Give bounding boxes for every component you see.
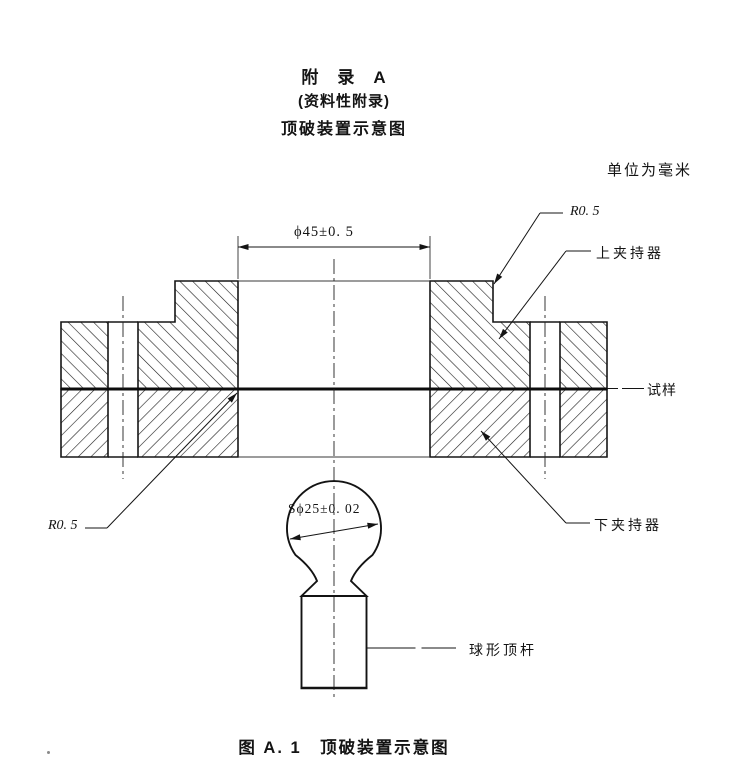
bore-dimension — [237, 236, 431, 279]
center-lines — [122, 259, 546, 697]
leader-lines — [85, 212, 591, 649]
fillet-radius-label-top: R0. 5 — [570, 204, 600, 219]
figure-caption: 图 A. 1 顶破装置示意图 — [238, 739, 450, 757]
specimen-label: 试样 — [647, 382, 677, 398]
lower-clamp-label: 下夹持器 — [594, 517, 662, 533]
upper-clamp-label: 上夹持器 — [596, 245, 664, 261]
fillet-radius-label-left: R0. 5 — [48, 518, 78, 533]
scan-speck — [47, 751, 50, 754]
bore-dimension-text: ϕ45±0. 5 — [294, 224, 354, 240]
upper-clamp-section — [60, 280, 608, 390]
ball-dimension-text: Sϕ25±0. 02 — [288, 501, 361, 516]
ball-dimension — [289, 522, 379, 541]
ball-rod-label: 球形顶杆 — [469, 642, 537, 658]
appendix-heading: 顶破装置示意图 — [280, 121, 408, 138]
units-note: 单位为毫米 — [607, 162, 693, 179]
ball-rod-outline — [286, 480, 382, 690]
appendix-title: 附 录 A — [301, 68, 387, 87]
appendix-subtitle: (资料性附录) — [298, 93, 390, 110]
lower-clamp-section — [60, 388, 608, 458]
